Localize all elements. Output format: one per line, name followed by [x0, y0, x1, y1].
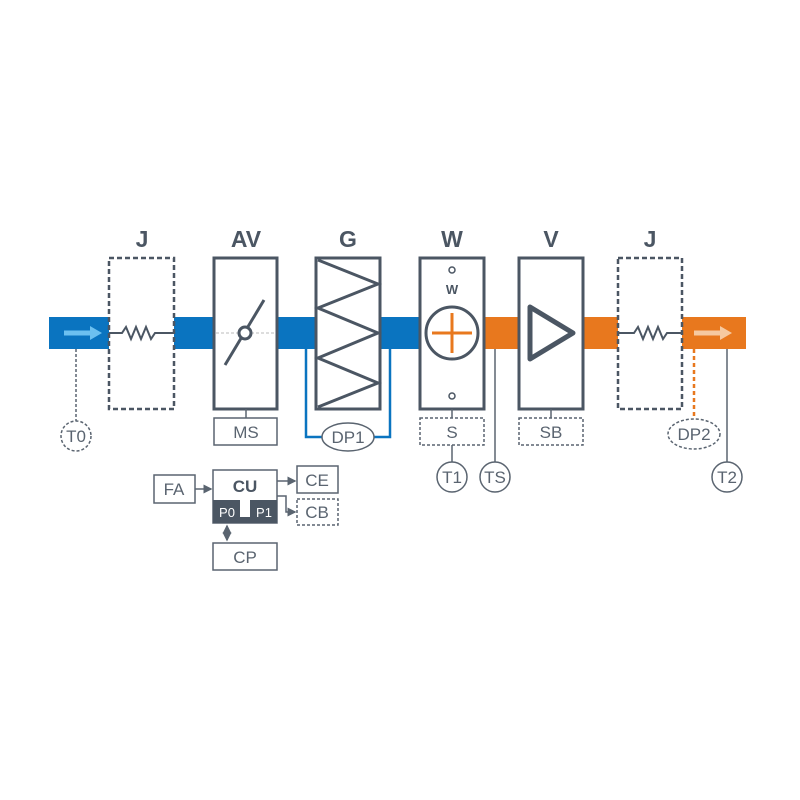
- svg-text:CB: CB: [305, 503, 329, 522]
- fan-v[interactable]: [517, 256, 585, 411]
- sensor-t2[interactable]: T2: [711, 461, 743, 493]
- outlet-arrow-icon: [694, 326, 732, 340]
- heater-j1[interactable]: [107, 256, 176, 411]
- label-av: AV: [231, 226, 262, 252]
- label-j1: J: [136, 226, 149, 252]
- resistor-icon: [109, 324, 174, 342]
- svg-text:T1: T1: [442, 468, 462, 487]
- svg-text:CE: CE: [305, 471, 329, 490]
- heater-w[interactable]: W: [418, 256, 486, 411]
- sensor-sb[interactable]: SB: [518, 417, 584, 446]
- port-p0[interactable]: P0: [219, 505, 235, 520]
- svg-text:TS: TS: [484, 468, 506, 487]
- filter-g[interactable]: [314, 256, 383, 411]
- svg-text:DP2: DP2: [677, 425, 710, 444]
- plus-icon: [432, 313, 472, 353]
- svg-text:S: S: [446, 423, 457, 442]
- svg-text:CU: CU: [233, 477, 258, 496]
- svg-text:DP1: DP1: [331, 428, 364, 447]
- svg-text:T0: T0: [66, 427, 86, 446]
- fa-box[interactable]: FA: [153, 474, 196, 504]
- fan-triangle-icon: [527, 304, 576, 362]
- label-j2: J: [644, 226, 657, 252]
- label-g: G: [339, 226, 357, 252]
- svg-text:CP: CP: [233, 548, 257, 567]
- sensor-t1[interactable]: T1: [436, 461, 468, 493]
- filter-zigzag-icon: [314, 258, 383, 409]
- inlet-arrow-icon: [64, 326, 102, 340]
- svg-text:T2: T2: [717, 468, 737, 487]
- sensor-s[interactable]: S: [419, 417, 485, 446]
- label-v: V: [543, 226, 559, 252]
- damper-av[interactable]: [212, 256, 279, 411]
- svg-text:SB: SB: [540, 423, 563, 442]
- svg-text:W: W: [446, 282, 459, 297]
- port-p1[interactable]: P1: [256, 505, 272, 520]
- label-w: W: [441, 226, 463, 252]
- svg-text:MS: MS: [233, 423, 259, 442]
- cp-box[interactable]: CP: [212, 542, 278, 571]
- heater-j2[interactable]: [616, 256, 684, 411]
- sensor-t0[interactable]: T0: [60, 420, 92, 452]
- ce-box[interactable]: CE: [296, 465, 339, 494]
- svg-text:FA: FA: [164, 480, 185, 499]
- sensor-ts[interactable]: TS: [479, 461, 511, 493]
- control-unit-cu[interactable]: CU P0 P1: [212, 469, 278, 524]
- resistor-icon: [618, 324, 682, 342]
- sensor-dp2[interactable]: DP2: [667, 418, 721, 450]
- sensor-dp1[interactable]: DP1: [321, 422, 375, 452]
- sensor-ms[interactable]: MS: [213, 417, 278, 446]
- cb-box[interactable]: CB: [296, 498, 339, 526]
